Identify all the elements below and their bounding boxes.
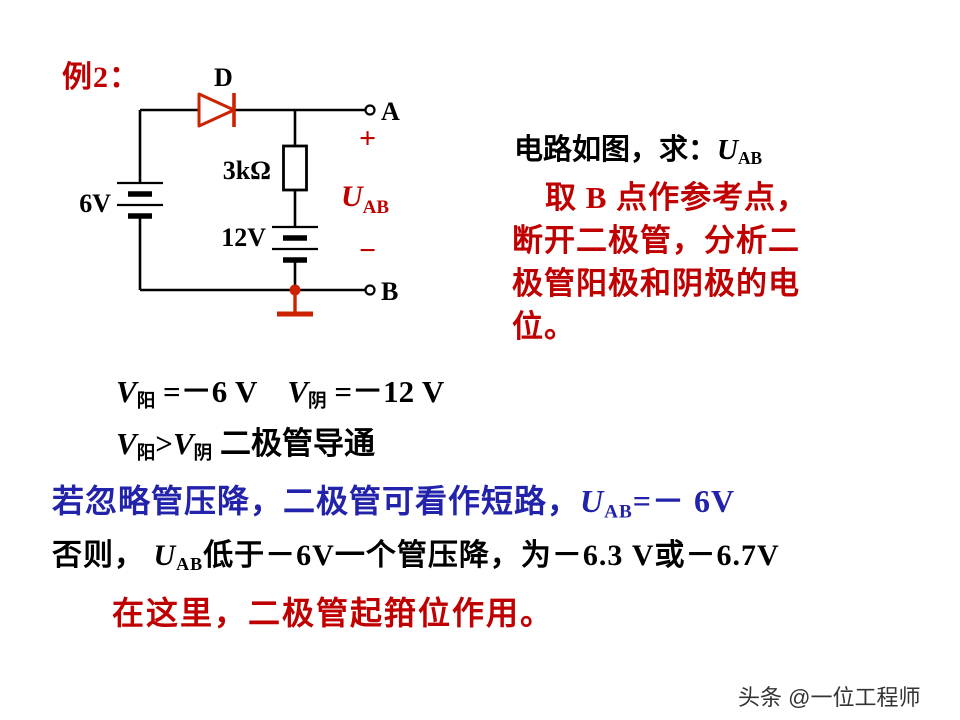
conclusion-clamping-line: 在这里，二极管起箝位作用。: [112, 595, 555, 631]
minus-sign: −: [359, 234, 376, 267]
ground-symbol: [277, 284, 313, 317]
terminal-a-label: A: [381, 97, 400, 126]
hint-line: 位。: [512, 309, 576, 344]
battery-6v-label: 6V: [79, 189, 111, 218]
terminal-a-dot: [364, 104, 376, 116]
resistor-label: 3kΩ: [223, 156, 271, 185]
conclusion-ideal-line: 若忽略管压降，二极管可看作短路，UAB=－ 6V: [52, 476, 735, 522]
terminal-b-label: B: [381, 277, 398, 306]
hint-line: 断开二极管，分析二: [512, 223, 800, 258]
diode-symbol: [197, 92, 236, 128]
conclusion-ideal-value: =－ 6V: [632, 483, 736, 519]
conduction-text: 二极管导通: [212, 426, 376, 461]
battery-12v-symbol: [272, 225, 318, 263]
anode-subscript: 阳: [136, 443, 156, 465]
hint-line: 取 B 点作参考点，: [545, 180, 809, 215]
conclusion-real-prefix: 否则，: [52, 539, 154, 572]
u-symbol: U: [580, 483, 605, 519]
anode-value: =－6 V: [155, 374, 258, 409]
example-label: 例2：: [62, 61, 140, 94]
conclusion-ideal-text: 若忽略管压降，二极管可看作短路，: [52, 483, 581, 519]
comparison-line: V阳>V阴 二极管导通: [116, 418, 375, 463]
v-symbol: V: [116, 374, 137, 409]
u-subscript: AB: [604, 501, 633, 523]
u-symbol: U: [717, 134, 738, 166]
cathode-subscript: 阴: [308, 391, 327, 413]
anode-subscript: 阳: [136, 391, 156, 413]
u-symbol: U: [153, 539, 177, 572]
v-symbol: V: [116, 426, 137, 461]
hint-line: 极管阳极和阴极的电: [512, 266, 800, 301]
question-line: 电路如图，求：UAB: [514, 126, 762, 168]
u-subscript: AB: [176, 554, 204, 575]
terminal-b-dot: [364, 284, 376, 296]
battery-12v-label: 12V: [221, 223, 266, 252]
question-text: 电路如图，求：: [514, 134, 718, 166]
plus-sign: +: [359, 122, 376, 155]
uab-symbol: U: [341, 180, 364, 213]
battery-6v-symbol: [117, 181, 163, 219]
cathode-value: =－12 V: [326, 374, 445, 409]
circuit-diagram: D 3kΩ 12V 6V A B + − UAB: [79, 63, 400, 317]
u-subscript: AB: [737, 147, 763, 168]
uab-subscript: AB: [363, 197, 390, 218]
diode-label: D: [214, 63, 233, 92]
cathode-subscript: 阴: [193, 443, 213, 465]
uab-voltage-label: UAB: [341, 180, 389, 218]
v-symbol: V: [287, 374, 309, 409]
conclusion-real-suffix: 低于－6V一个管压降，为－6.3 V或－6.7V: [203, 539, 780, 572]
analysis-hint: 取 B 点作参考点， 断开二极管，分析二 极管阳极和阴极的电 位。: [512, 176, 902, 348]
compare-operator: >: [155, 426, 173, 461]
resistor-symbol: [282, 144, 308, 192]
watermark: 头条 @一位工程师: [738, 685, 921, 710]
conclusion-real-line: 否则， UAB低于－6V一个管压降，为－6.3 V或－6.7V: [52, 530, 780, 574]
v-symbol: V: [172, 426, 194, 461]
